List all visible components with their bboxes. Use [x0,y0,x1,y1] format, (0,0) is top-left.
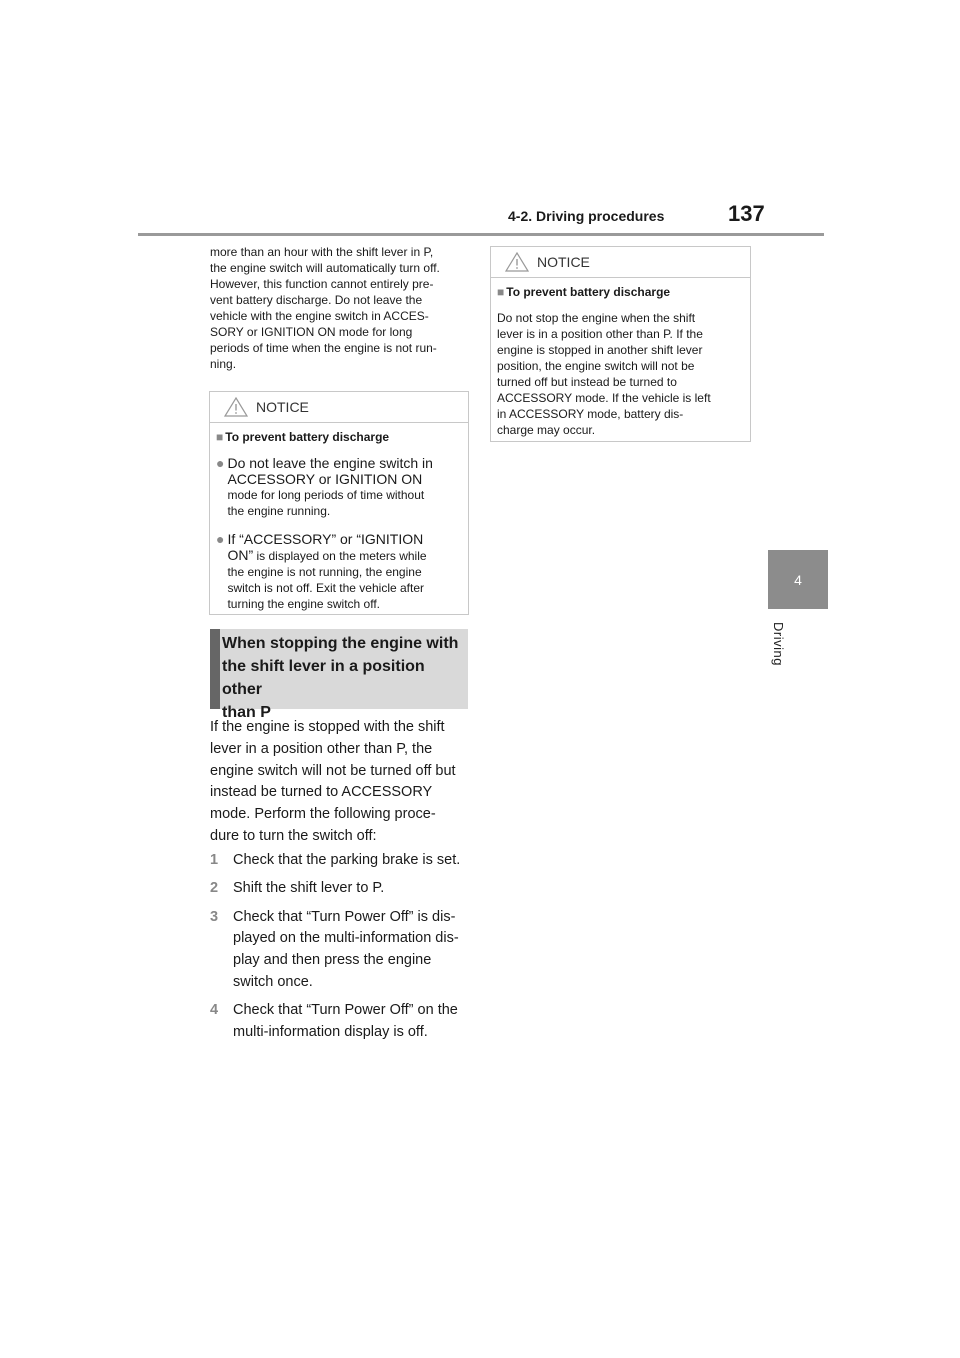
item-line: mode for long periods of time without [227,488,425,502]
text-line: dure to turn the switch off: [210,827,377,844]
text-line: lever in a position other than P, the [210,740,433,757]
circle-bullet-icon: ● [216,455,225,471]
text-line: Do not stop the engine when the shift [497,311,696,325]
text-line: SORY or IGNITION ON mode for long [210,325,413,339]
text-line: turned off but instead be turned to [497,375,677,389]
step-line: played on the multi-information dis- [233,930,459,947]
item-line: Do not leave the engine switch in [227,455,433,471]
step-line: play and then press the engine [233,952,432,969]
body-paragraph: If the engine is stopped with the shift … [210,717,472,848]
step-line: Shift the shift lever to P. [233,880,385,897]
step-line: Check that the parking brake is set. [233,852,461,868]
circle-bullet-icon: ● [216,531,225,547]
text-line: If the engine is stopped with the shift [210,719,445,735]
item-line: the engine running. [227,504,331,518]
list-item: ● If “ACCESSORY” or “IGNITION ON” is dis… [216,531,462,612]
intro-paragraph: more than an hour with the shift lever i… [210,244,470,372]
text-line: engine is stopped in another shift lever [497,343,703,357]
section-banner: When stopping the engine with the shift … [210,629,468,721]
item-line: ACCESSORY or IGNITION ON [227,471,423,487]
step-line: Check that “Turn Power Off” is dis- [233,908,456,925]
square-bullet-icon: ■ [216,430,224,444]
item-line: turning the engine switch off. [227,597,381,611]
step-item: 3 Check that “Turn Power Off” is dis- pl… [210,907,472,994]
banner-line: the shift lever in a position other [222,658,425,698]
text-line: instead be turned to ACCESSORY [210,784,433,801]
notice-content: ■ To prevent battery discharge ● Do not … [210,423,468,634]
item-line: If “ACCESSORY” or “IGNITION [227,531,424,547]
item-line: switch is not off. Exit the vehicle afte… [227,581,425,595]
text-line: engine switch will not be turned off but [210,762,456,779]
step-line: multi-information display is off. [233,1024,428,1041]
section-title: 4-2. Driving procedures [508,208,665,224]
item-line: the engine is not running, the engine [227,565,422,579]
warning-triangle-icon [224,397,248,417]
warning-triangle-icon [505,252,529,272]
text-line: more than an hour with the shift lever i… [210,245,434,259]
step-number: 2 [210,880,219,897]
step-number: 4 [210,1002,219,1019]
step-number: 3 [210,908,219,925]
notice-header: NOTICE [210,392,468,423]
text-line: ACCESSORY mode. If the vehicle is left [497,391,711,405]
chapter-label: Driving [771,622,786,666]
item-line: ON” [227,547,254,563]
text-line: mode. Perform the following proce- [210,806,436,823]
step-number: 1 [210,852,219,868]
square-bullet-icon: ■ [497,285,505,299]
notice-content: ■ To prevent battery discharge Do not st… [491,278,750,448]
text-line: lever is in a position other than P. If … [497,327,703,341]
banner-line: than P [222,704,271,721]
text-line: position, the engine switch will not be [497,359,695,373]
step-item: 2 Shift the shift lever to P. [210,878,472,900]
text-line: However, this function cannot entirely p… [210,277,434,291]
step-item: 4 Check that “Turn Power Off” on the mul… [210,1000,472,1044]
notice-heading: ■ To prevent battery discharge [497,284,744,300]
notice-text: Do not stop the engine when the shift le… [497,310,744,438]
text-line: the engine switch will automatically tur… [210,261,440,275]
notice-box-right: NOTICE ■ To prevent battery discharge Do… [490,246,751,442]
text-line: ning. [210,357,237,371]
notice-heading-text: To prevent battery discharge [225,430,390,444]
header-divider [138,233,824,236]
text-line: vehicle with the engine switch in ACCES- [210,309,429,323]
notice-heading-text: To prevent battery discharge [506,285,671,299]
page-number: 137 [728,201,765,226]
notice-title: NOTICE [256,399,309,415]
notice-box-left: NOTICE ■ To prevent battery discharge ● … [209,391,469,615]
list-item: ● Do not leave the engine switch in ACCE… [216,455,462,519]
chapter-tab: 4 [768,550,828,609]
chapter-number: 4 [794,571,802,588]
text-line: vent battery discharge. Do not leave the [210,293,423,307]
text-line: charge may occur. [497,423,596,437]
text-line: periods of time when the engine is not r… [210,341,437,355]
step-line: switch once. [233,973,313,990]
step-line: Check that “Turn Power Off” on the [233,1002,458,1019]
banner-title: When stopping the engine with the shift … [222,632,466,724]
banner-accent-bar [210,629,220,709]
step-item: 1 Check that the parking brake is set. [210,850,472,872]
notice-heading: ■ To prevent battery discharge [216,429,462,445]
notice-header: NOTICE [491,247,750,278]
item-line: is displayed on the meters while [253,549,427,563]
notice-title: NOTICE [537,254,590,270]
procedure-steps: 1 Check that the parking brake is set. 2… [210,850,472,1050]
banner-line: When stopping the engine with [222,635,459,652]
text-line: in ACCESSORY mode, battery dis- [497,407,684,421]
